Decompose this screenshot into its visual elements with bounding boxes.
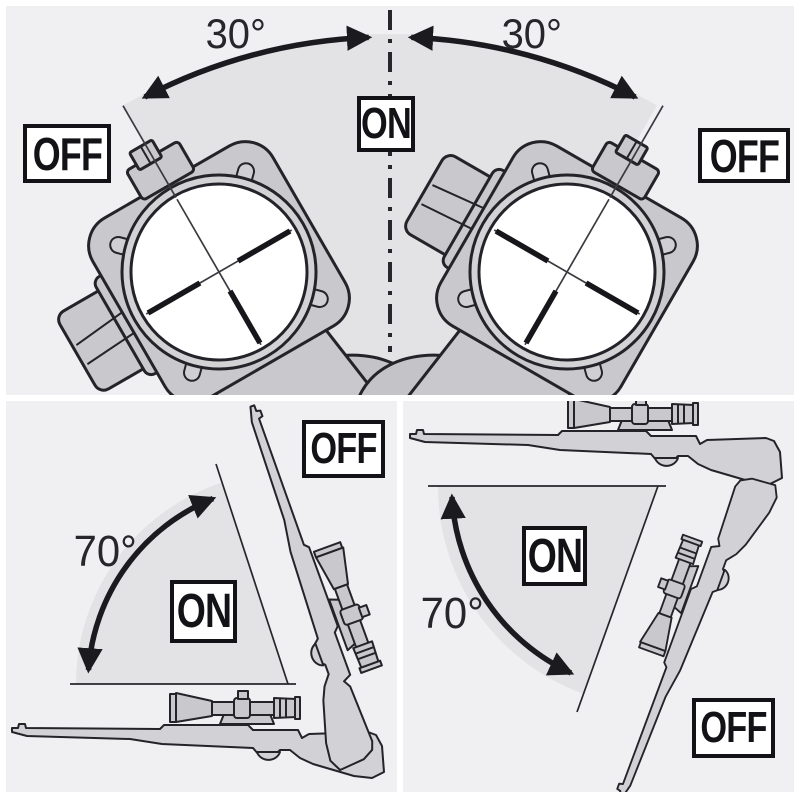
angle-label-left-30: 30° xyxy=(205,10,266,57)
angle-label-right-30: 30° xyxy=(501,10,562,57)
top-panel-cant-tolerance xyxy=(6,6,794,395)
off-badge-top-left: OFF xyxy=(23,124,111,183)
on-badge-bottom-left: ON xyxy=(170,580,237,643)
sector-edge-line xyxy=(215,463,289,685)
angle-label-70-left-panel: 70° xyxy=(73,527,137,576)
cant-arc-arrow-right xyxy=(407,25,639,100)
on-badge-top-center: ON xyxy=(357,96,415,152)
rifle-horizontal xyxy=(409,401,783,485)
off-badge-top-right: OFF xyxy=(698,128,790,183)
declination-arc-arrow xyxy=(440,493,575,676)
elevation-arc-arrow xyxy=(77,495,217,674)
angle-label-70-right-panel: 70° xyxy=(420,589,484,638)
off-badge-bottom-right: OFF xyxy=(692,698,775,758)
on-badge-bottom-right: ON xyxy=(522,526,587,586)
cant-arc-arrow-left xyxy=(141,25,373,100)
sector-edge-line xyxy=(576,485,659,713)
off-badge-bottom-left: OFF xyxy=(302,420,385,478)
